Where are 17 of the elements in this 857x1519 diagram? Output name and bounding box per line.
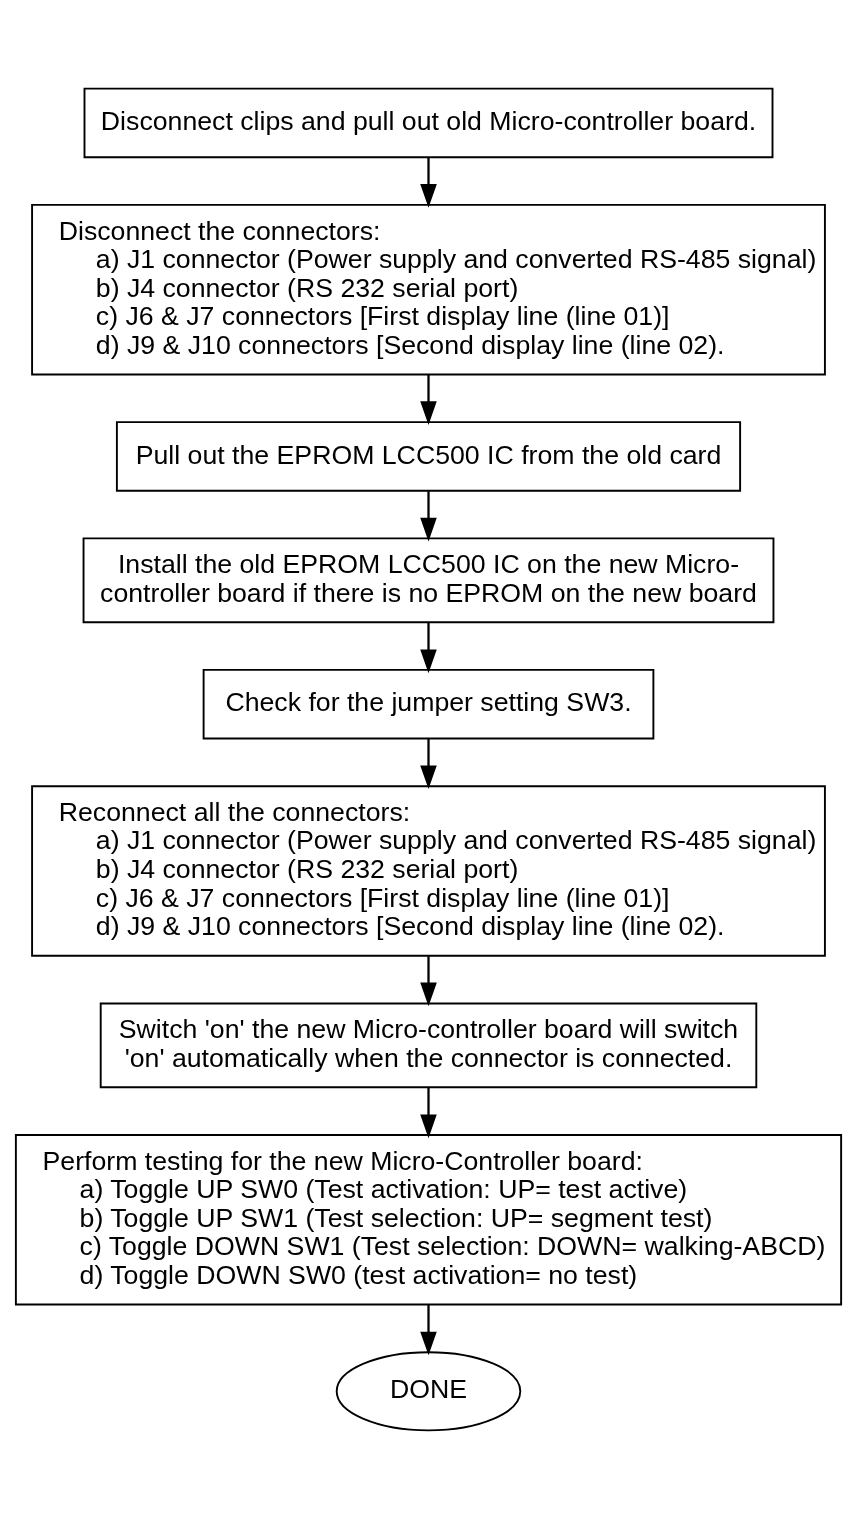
node-box: Pull out the EPROM LCC500 IC from the old card bbox=[115, 421, 742, 492]
arrow bbox=[420, 374, 437, 425]
arrow bbox=[420, 622, 437, 674]
arrow bbox=[420, 157, 437, 208]
arrow bbox=[420, 1305, 437, 1356]
arrow bbox=[420, 1087, 437, 1139]
node-box: Check for the jumper setting SW3. bbox=[202, 668, 655, 740]
node-box: Install the old EPROM LCC500 IC on the new Micro-controller board if there is no EPROM on the new board bbox=[82, 537, 775, 624]
node-box: Perform testing for the new Micro-Controller board: a) Toggle UP SW0 (Test activation: UP= test active) b) Toggle UP SW1 (Test selection: UP= segment test) c) Toggle DOWN SW1 (Test selection: DOWN= walking-ABCD) d) Toggle DOWN SW0 (test activation= no test) bbox=[14, 1134, 843, 1306]
node-box: Switch 'on' the new Micro-controller board will switch 'on' automatically when the connector is connected. bbox=[99, 1002, 758, 1089]
node-box: Reconnect all the connectors: a) J1 connector (Power supply and converted RS-485 signal) b) J4 connector (RS 232 serial port) c) J6 & J7 connectors [First display line (line 01)] d) J9 & J10 connectors [Second display line (line 02). bbox=[31, 785, 826, 957]
node-box: Disconnect clips and pull out old Micro-controller board. bbox=[83, 87, 774, 159]
node-ellipse: DONE bbox=[335, 1351, 522, 1432]
node-box: Disconnect the connectors: a) J1 connector (Power supply and converted RS-485 signal) b) J4 connector (RS 232 serial port) c) J6 & J7 connectors [First display line (line 01)] d) J9 & J10 connectors [Second display line (line 02). bbox=[31, 203, 826, 376]
arrow bbox=[420, 491, 437, 542]
arrow bbox=[420, 739, 437, 790]
arrow bbox=[420, 956, 437, 1007]
